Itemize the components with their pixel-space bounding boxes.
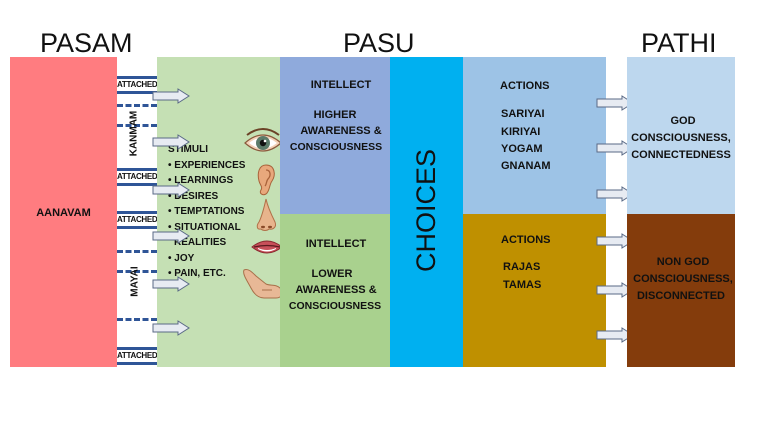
kanmam-label: KANMAM (128, 110, 140, 157)
intellect-higher-line: AWARENESS & (300, 125, 382, 137)
choices-label: CHOICES (411, 148, 441, 272)
header-pathi: PATHI (641, 28, 717, 58)
actions-higher-title: ACTIONS (500, 80, 550, 92)
mayai-label: MAYAI (129, 266, 141, 297)
stimuli-title: STIMULI (168, 144, 208, 155)
pathi-nongod-box (627, 214, 735, 367)
intellect-lower-line: CONSCIOUSNESS (288, 300, 382, 312)
intellect-lower-title: INTELLECT (305, 238, 367, 250)
intellect-higher-title: INTELLECT (310, 79, 372, 91)
dash-line (117, 104, 157, 107)
stimuli-item: • PAIN, ETC. (168, 268, 226, 279)
stimuli-item: • EXPERIENCES (168, 159, 246, 171)
actions-higher-item: GNANAM (501, 160, 551, 172)
actions-lower-item: RAJAS (503, 261, 541, 273)
pasam-box (10, 57, 117, 367)
dash-line (117, 124, 157, 127)
arrow-icon (152, 182, 190, 198)
attached-label-4: ATTACHED (117, 347, 158, 365)
pathi-god-line: CONSCIOUSNESS, (631, 132, 731, 144)
stimuli-item: • JOY (168, 252, 195, 264)
attached-label-3: ATTACHED (117, 211, 158, 229)
actions-lower-box (463, 214, 606, 367)
actions-higher-item: KIRIYAI (501, 126, 541, 138)
actions-lower-title: ACTIONS (501, 234, 551, 246)
stimuli-box (157, 57, 280, 367)
actions-lower-item: TAMAS (503, 279, 542, 291)
arrow-icon (152, 134, 190, 150)
pathi-nongod-line: DISCONNECTED (636, 290, 725, 302)
header-pasu: PASU (343, 28, 415, 58)
attached-label-1: ATTACHED (117, 76, 158, 94)
actions-higher-item: SARIYAI (501, 108, 545, 120)
intellect-lower-box (280, 214, 390, 367)
dash-line (117, 250, 157, 253)
choices-box (390, 57, 463, 367)
actions-higher-box (463, 57, 606, 214)
intellect-lower-line: AWARENESS & (295, 284, 377, 296)
pathi-god-line: GOD (670, 115, 696, 127)
arrow-icon (152, 88, 190, 104)
arrow-icon (152, 320, 190, 336)
intellect-higher-box (280, 57, 390, 214)
arrow-icon (152, 228, 190, 244)
actions-higher-item: YOGAM (501, 143, 543, 155)
intellect-lower-line: LOWER (311, 268, 353, 280)
pathi-nongod-line: CONSCIOUSNESS, (633, 273, 733, 285)
stimuli-item: • LEARNINGS (168, 175, 234, 186)
dash-line (117, 318, 157, 321)
intellect-higher-line: CONSCIOUSNESS (289, 141, 383, 153)
stimuli-item: • TEMPTATIONS (168, 206, 245, 217)
stimuli-list: STIMULI • EXPERIENCES • LEARNINGS • DESI… (168, 142, 245, 282)
stimuli-item: REALITIES (174, 237, 227, 248)
nose-icon (256, 198, 276, 231)
mouth-icon (251, 240, 283, 254)
pathi-god-line: CONNECTEDNESS (631, 149, 731, 161)
intellect-higher-line: HIGHER (313, 109, 357, 121)
pathi-nongod-line: NON GOD (656, 256, 710, 268)
aanavam-label: AANAVAM (36, 207, 91, 219)
arrow-icon (152, 276, 190, 292)
stimuli-item: • DESIRES (168, 190, 219, 202)
stimuli-item: • SITUATIONAL (168, 221, 241, 233)
header-pasam: PASAM (40, 28, 133, 58)
ear-icon (257, 164, 275, 196)
attached-label-2: ATTACHED (117, 168, 158, 186)
dash-line (117, 270, 157, 273)
pathi-god-box (627, 57, 735, 214)
eye-icon (244, 128, 282, 152)
